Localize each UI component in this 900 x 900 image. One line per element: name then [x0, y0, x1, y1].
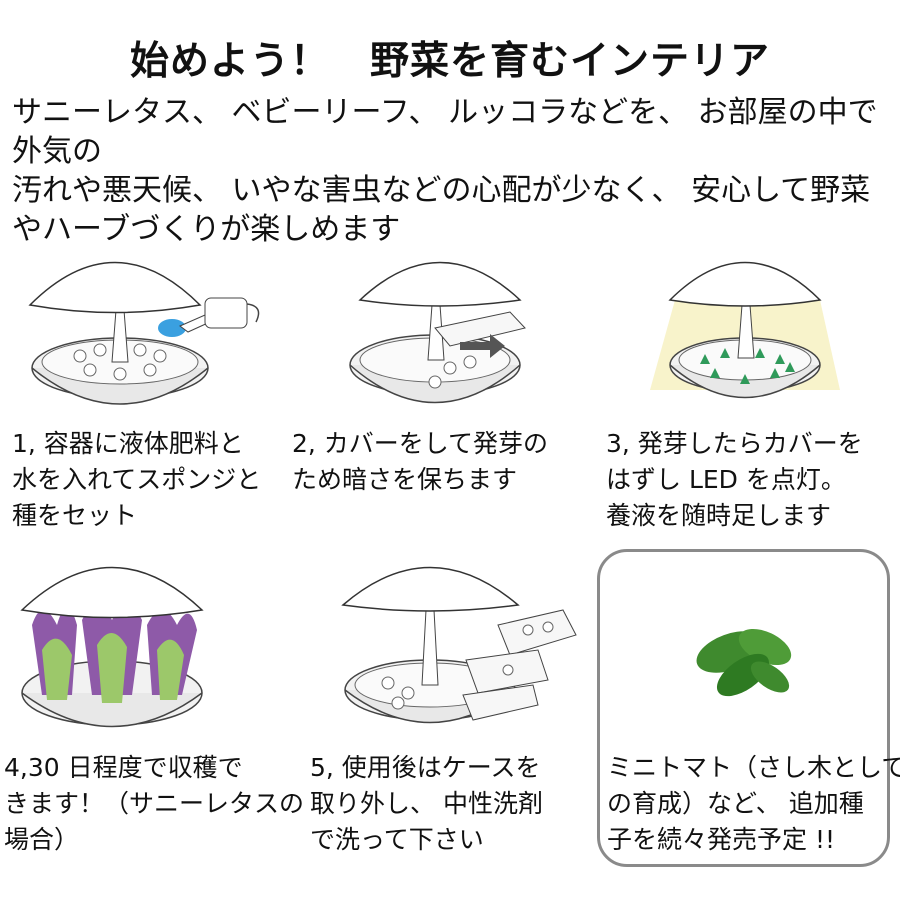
- step-5-illustration: [338, 555, 578, 745]
- planter-cover-icon: [349, 261, 526, 404]
- planter-disassembled-icon: [341, 566, 577, 724]
- intro-text: サニーレタス、 ベビーリーフ、 ルッコラなどを、 お部屋の中で外気の 汚れや悪天…: [12, 93, 892, 249]
- step-4-illustration: [12, 555, 212, 745]
- planter-watering-icon: [28, 261, 260, 405]
- step-2-illustration: [340, 250, 540, 420]
- planter-lettuce-icon: [20, 566, 204, 728]
- step-3-illustration: [650, 250, 840, 420]
- upcoming-seeds-box: [597, 549, 890, 867]
- step-1-illustration: [20, 250, 280, 420]
- intro-line: サニーレタス、 ベビーリーフ、 ルッコラなどを、 お部屋の中で外気の: [12, 95, 878, 169]
- step-4-caption: 4,30 日程度で収穫で きます！（サニーレタスの 場合）: [4, 753, 305, 854]
- page-title: 始めよう！ 野菜を育むインテリア: [129, 39, 770, 84]
- step-1-caption: 1, 容器に液体肥料と 水を入れてスポンジと 種をセット: [12, 429, 262, 530]
- step-2-caption: 2, カバーをして発芽の ため暗さを保ちます: [292, 429, 549, 494]
- intro-line: やハーブづくりが楽しめます: [12, 212, 401, 247]
- basil-icon: [696, 628, 792, 697]
- notice-caption: ミニトマト（さし木として の育成）など、 追加種 子を続々発売予定 !!: [607, 753, 900, 854]
- step-5-caption: 5, 使用後はケースを 取り外し、 中性洗剤 で洗って下さい: [310, 753, 543, 854]
- step-3-caption: 3, 発芽したらカバーを はずし LED を点灯。 養液を随時足します: [606, 429, 863, 530]
- planter-led-icon: [650, 261, 840, 399]
- intro-line: 汚れや悪天候、 いやな害虫などの心配が少なく、 安心して野菜: [12, 173, 871, 208]
